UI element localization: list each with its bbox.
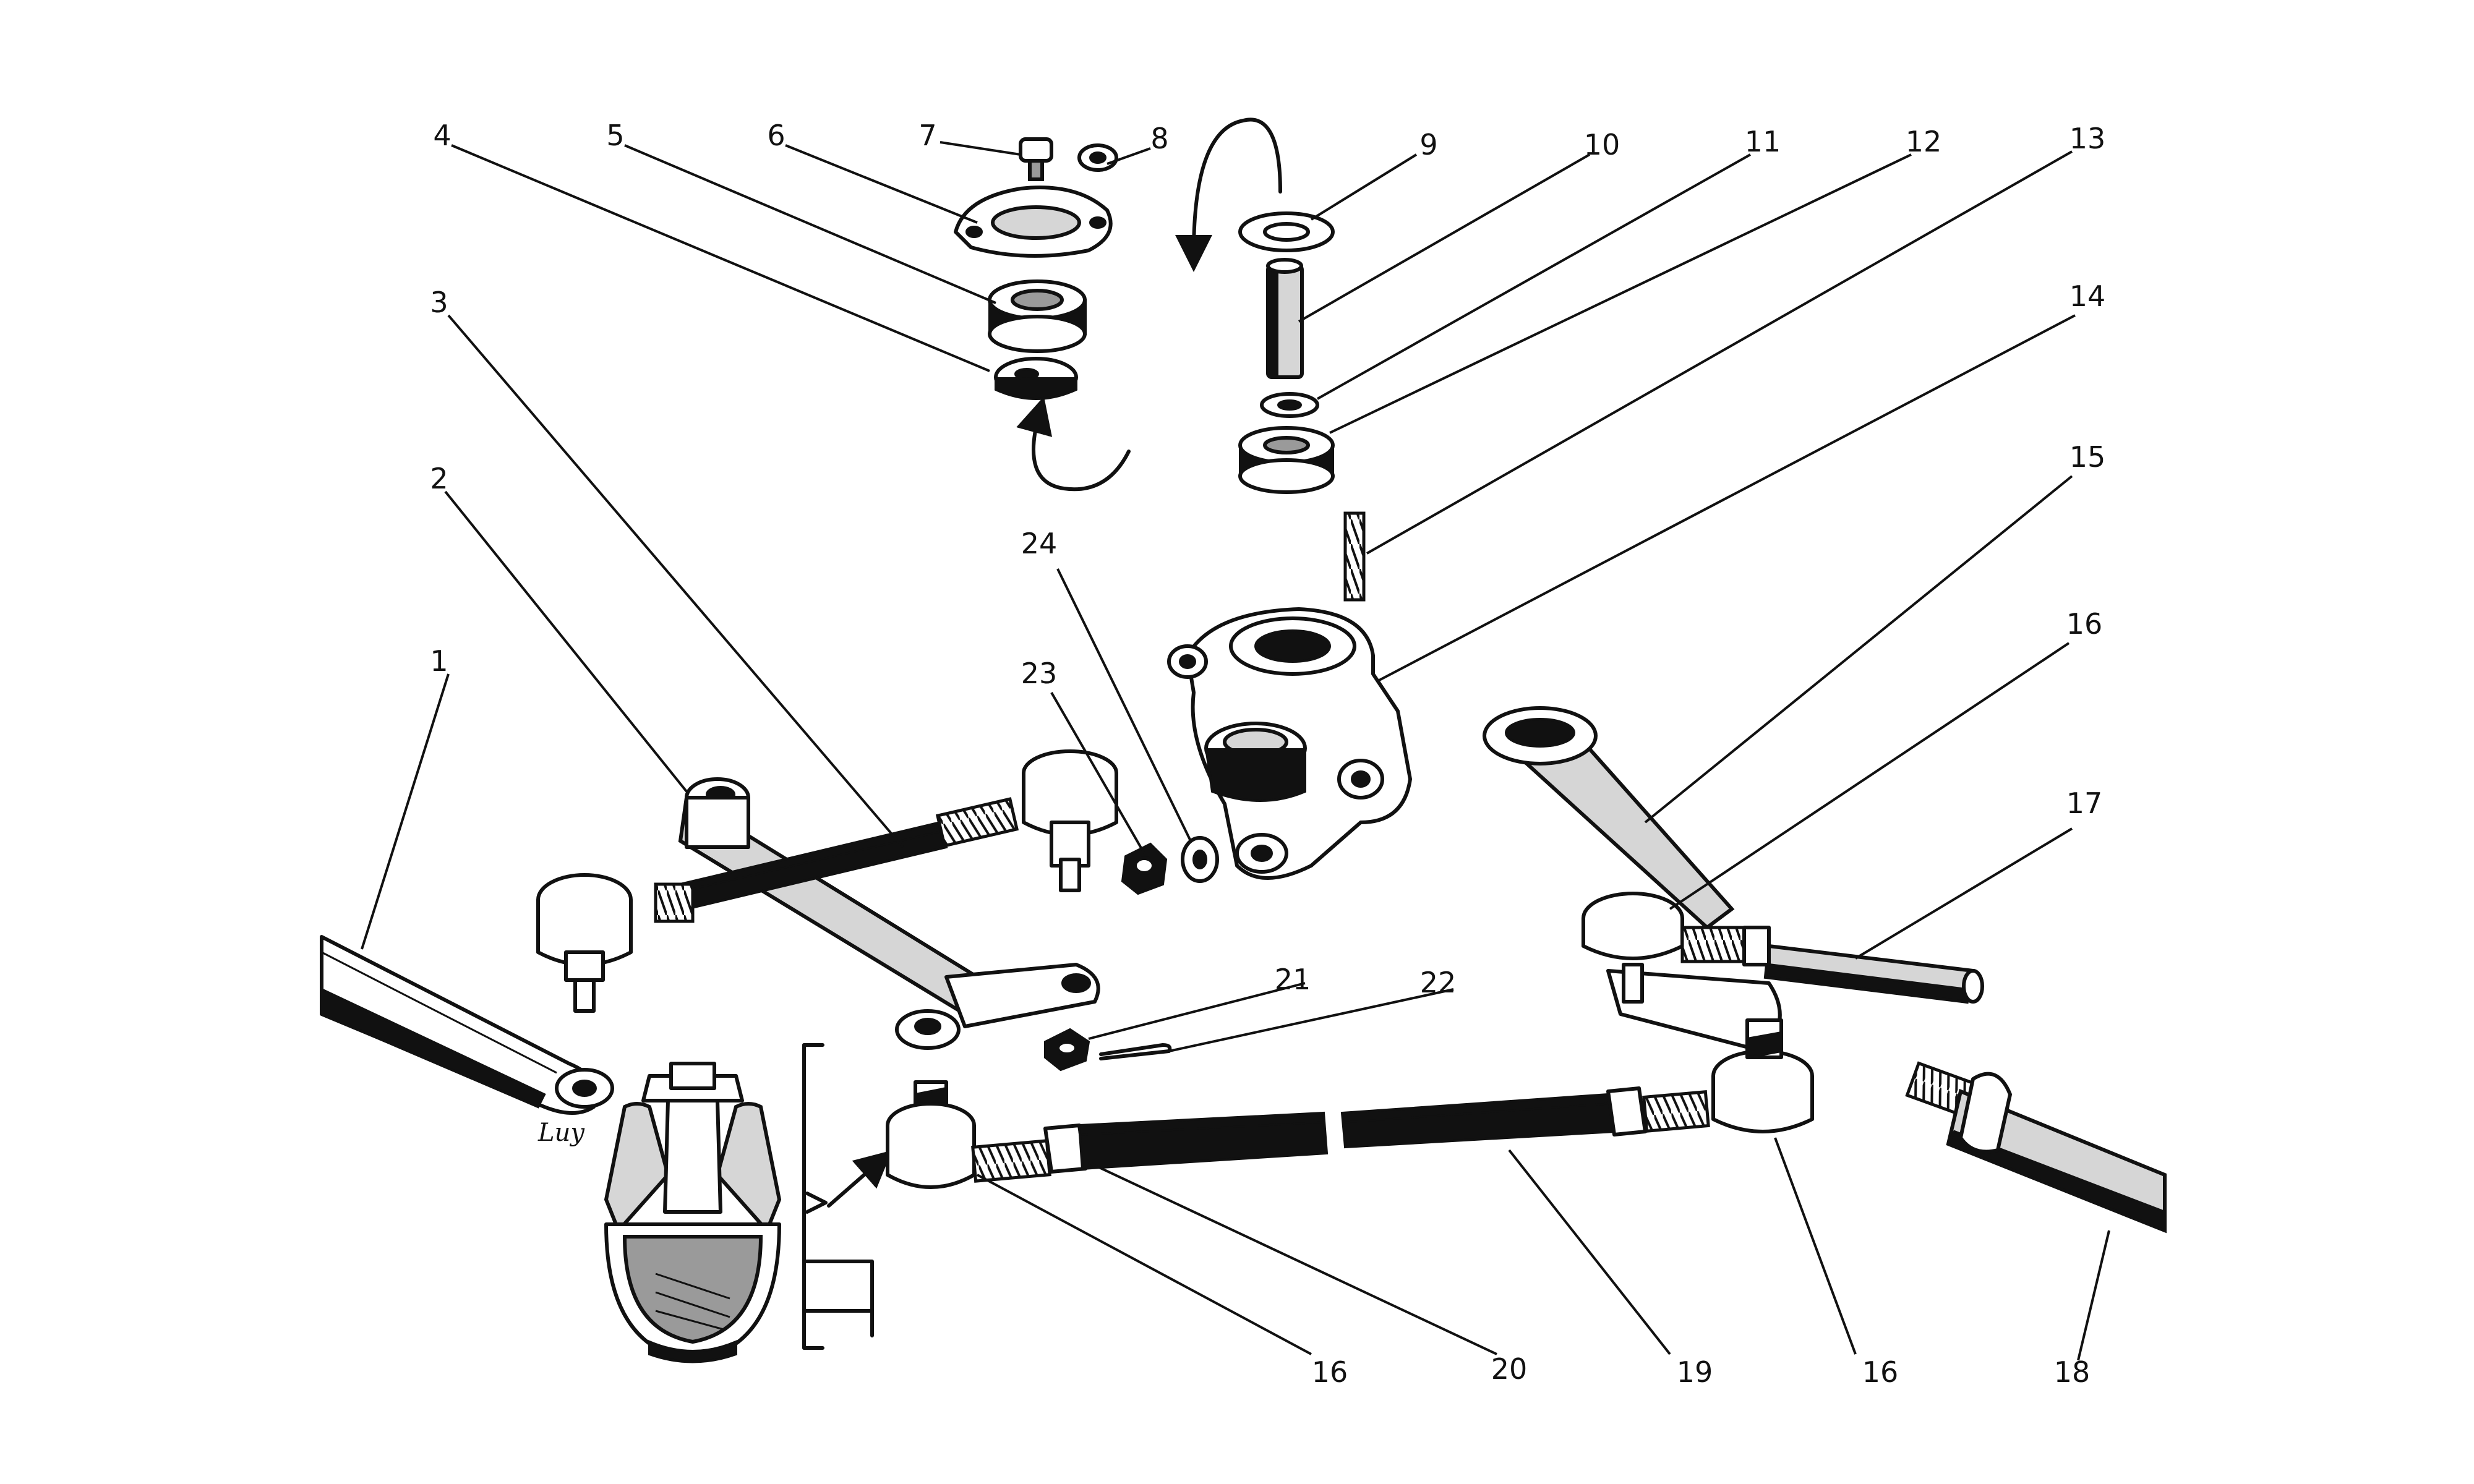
part-9-washer <box>1238 211 1335 252</box>
part-6-flange-plate <box>954 186 1113 258</box>
part-13-stud <box>1343 511 1366 602</box>
part-3-upper-tie-rod <box>536 749 1118 1013</box>
callout-16-upper: 16 <box>2066 607 2103 641</box>
callout-13: 13 <box>2070 122 2106 155</box>
callout-12: 12 <box>1906 125 1942 158</box>
part-20-adjusting-sleeve <box>1043 1111 1329 1174</box>
part-16-tie-rod-end-lower-left <box>886 1080 1051 1189</box>
callout-11: 11 <box>1745 125 1781 158</box>
part-21-castle-nut <box>1044 1028 1090 1072</box>
callout-8: 8 <box>1150 122 1168 155</box>
part-18-steering-shaft <box>1905 1061 2167 1234</box>
part-14-steering-knuckle-bracket <box>1167 607 1412 880</box>
callout-14: 14 <box>2070 279 2106 313</box>
callout-labels: 1 2 3 4 5 6 7 8 9 10 11 12 13 14 15 16 1… <box>430 119 2105 1389</box>
part-24-washer <box>1181 836 1219 883</box>
callout-23: 23 <box>1021 657 1058 690</box>
part-19-tie-rod <box>1340 1086 1710 1149</box>
callout-10: 10 <box>1584 128 1620 161</box>
callout-21: 21 <box>1275 963 1311 996</box>
callout-15: 15 <box>2070 440 2106 474</box>
part-7-bolt <box>1019 137 1053 181</box>
part-2-idler-arm <box>678 777 1100 1050</box>
callout-9: 9 <box>1419 128 1437 161</box>
part-23-nut <box>1121 842 1168 895</box>
callout-2: 2 <box>430 462 448 495</box>
assembly-arrow-left <box>1016 396 1131 492</box>
callout-6: 6 <box>767 119 785 152</box>
leader-lines <box>361 141 2110 1361</box>
part-8-nut <box>1077 143 1118 172</box>
callout-4: 4 <box>433 119 451 152</box>
callout-22: 22 <box>1420 966 1457 999</box>
artist-signature: Luy <box>537 1119 585 1147</box>
part-16-tie-rod-end-upper <box>1582 892 1771 1004</box>
part-12-bearing <box>1238 426 1335 494</box>
part-11-small-washer <box>1260 392 1319 418</box>
part-16-tie-rod-end-lower-right <box>1711 1018 1814 1133</box>
section-pointer-arrow <box>827 1150 892 1208</box>
part-15-pitman-arm <box>1483 706 1782 1053</box>
callout-17: 17 <box>2066 787 2103 820</box>
part-5-bearing <box>988 279 1087 353</box>
callout-16-lower-left: 16 <box>1312 1355 1348 1389</box>
callout-24: 24 <box>1021 527 1058 560</box>
callout-5: 5 <box>606 119 624 152</box>
assembly-arrow-right <box>1175 117 1282 272</box>
part-17-right-tie-rod <box>1763 944 1984 1004</box>
callout-19: 19 <box>1677 1355 1713 1389</box>
part-4-cap <box>994 357 1078 400</box>
callout-1: 1 <box>430 644 448 678</box>
callout-18: 18 <box>2054 1355 2091 1389</box>
callout-3: 3 <box>430 286 448 319</box>
part-22-cotter-pin <box>1099 1043 1172 1060</box>
part-10-pin <box>1266 258 1304 379</box>
ball-joint-section-view <box>604 1043 874 1363</box>
callout-16-lower-right: 16 <box>1862 1355 1899 1389</box>
callout-7: 7 <box>918 119 936 152</box>
part-1-steering-arm <box>320 935 614 1115</box>
callout-20: 20 <box>1491 1352 1528 1386</box>
